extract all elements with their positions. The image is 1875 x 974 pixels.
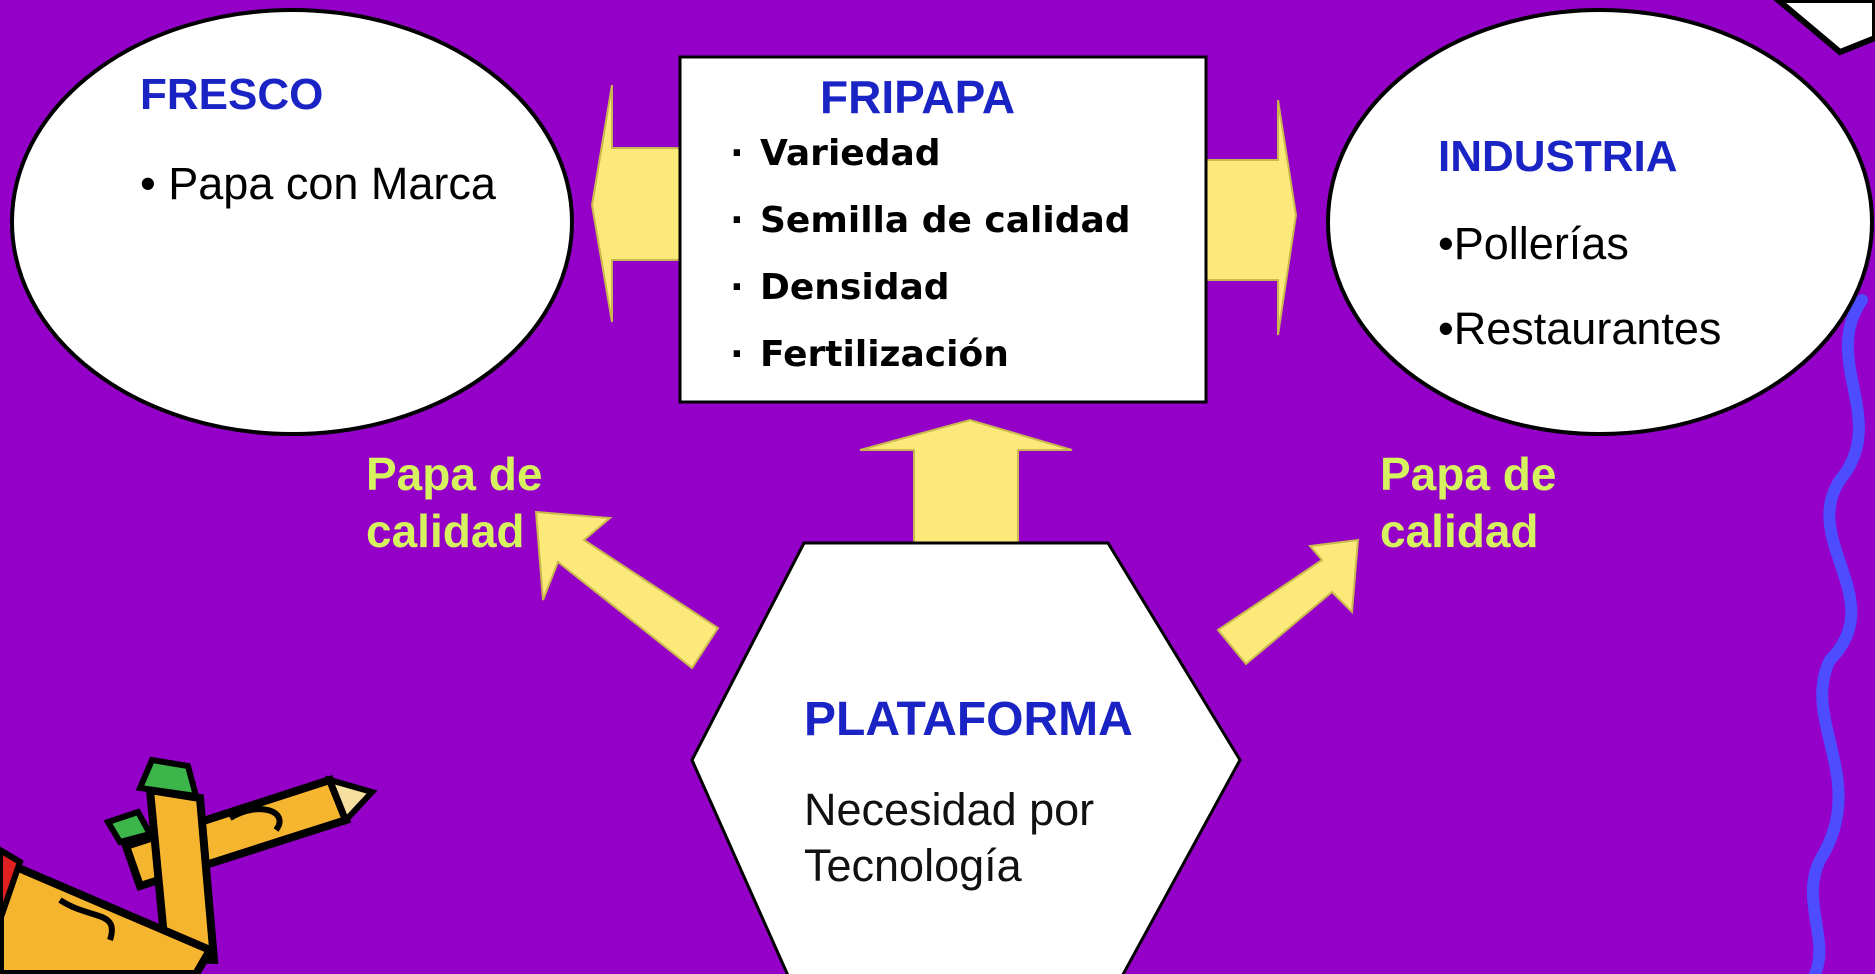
- right-quality-label: Papa de calidad: [1380, 446, 1556, 560]
- left-quality-label-line-2: calidad: [366, 505, 525, 557]
- plataforma-title: PLATAFORMA: [804, 693, 1133, 746]
- plataforma-hexagon: [690, 541, 1242, 974]
- arrow-to-left-label: [534, 510, 720, 670]
- plataforma-text: Necesidad por Tecnología: [804, 782, 1094, 894]
- arrow-to-fripapa: [859, 418, 1073, 546]
- industria-title: INDUSTRIA: [1438, 132, 1678, 181]
- right-quality-label-line-1: Papa de: [1380, 448, 1557, 500]
- fripapa-item-3: ·Densidad: [730, 267, 950, 308]
- corner-clipart-fragment: [1773, 0, 1875, 56]
- arrow-to-industria: [1199, 99, 1298, 336]
- arrow-to-fresco: [590, 84, 691, 323]
- fresco-item: • Papa con Marca: [140, 158, 496, 209]
- fripapa-title: FRIPAPA: [820, 71, 1016, 123]
- fripapa-item-1: ·Variedad: [730, 133, 941, 174]
- fresco-title: FRESCO: [140, 70, 324, 119]
- left-quality-label: Papa de calidad: [366, 446, 542, 560]
- industria-oval: [1326, 8, 1874, 436]
- squiggle-line: [1806, 294, 1868, 974]
- fripapa-item-2: ·Semilla de calidad: [730, 200, 1131, 241]
- plataforma-line-2: Tecnología: [804, 840, 1022, 891]
- right-quality-label-line-2: calidad: [1380, 505, 1539, 557]
- fripapa-item-4: ·Fertilización: [730, 334, 1009, 375]
- arrow-to-right-label: [1216, 538, 1360, 666]
- industria-item-2: •Restaurantes: [1438, 303, 1722, 354]
- plataforma-line-1: Necesidad por: [804, 784, 1095, 835]
- fresco-oval: [10, 8, 574, 436]
- left-quality-label-line-1: Papa de: [366, 448, 543, 500]
- industria-item-1: •Pollerías: [1438, 218, 1629, 269]
- fripapa-box: [678, 55, 1208, 404]
- pencils-icon: [0, 756, 378, 974]
